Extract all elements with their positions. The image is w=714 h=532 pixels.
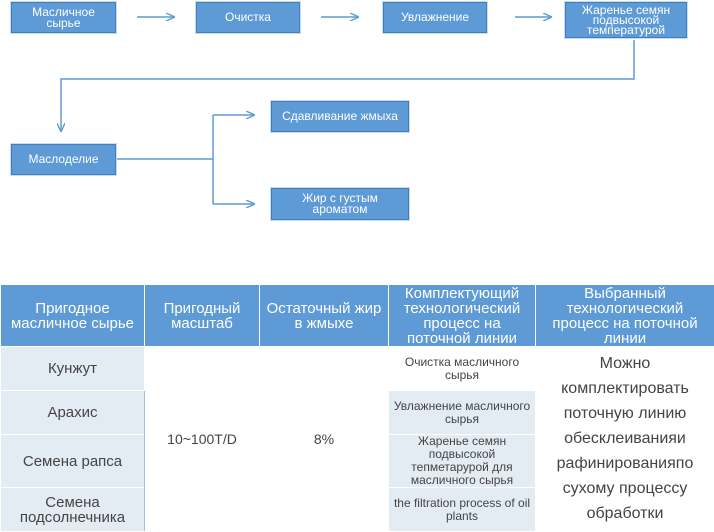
header-residual-oil: Остаточный жир в жмыхе [260,285,389,347]
process-cell: Очистка масличного сырья [389,347,536,391]
header-scale: Пригодный масштаб [145,285,260,347]
raw-material-cell: Семена подсолнечника [1,488,145,532]
selected-process-cell: Можно комплектировать поточную линию обе… [536,347,714,532]
residual-oil-cell: 8% [260,347,389,532]
scale-cell: 10~100T/D [145,347,260,532]
raw-material-cell: Кунжут [1,347,145,391]
table-row: Кунжут 10~100T/D 8% Очистка масличного с… [1,347,714,391]
process-cell: the filtration process of oil plants [389,488,536,532]
process-cell: Увлажнение масличного сырья [389,391,536,435]
table-header-row: Пригодное масличное сырье Пригодный масш… [1,285,714,347]
header-selected-process: Выбранный технологический процесс на пот… [536,285,714,347]
raw-material-cell: Семена рапса [1,435,145,488]
process-table: Пригодное масличное сырье Пригодный масш… [0,284,714,532]
process-cell: Жаренье семян подвысокой тепметарурой дл… [389,435,536,488]
raw-material-cell: Арахис [1,391,145,435]
header-process: Комплектующий технологический процесс на… [389,285,536,347]
flow-connectors [0,0,714,280]
arrow-roasting-to-oil-making [61,40,634,131]
header-raw-material: Пригодное масличное сырье [1,285,145,347]
